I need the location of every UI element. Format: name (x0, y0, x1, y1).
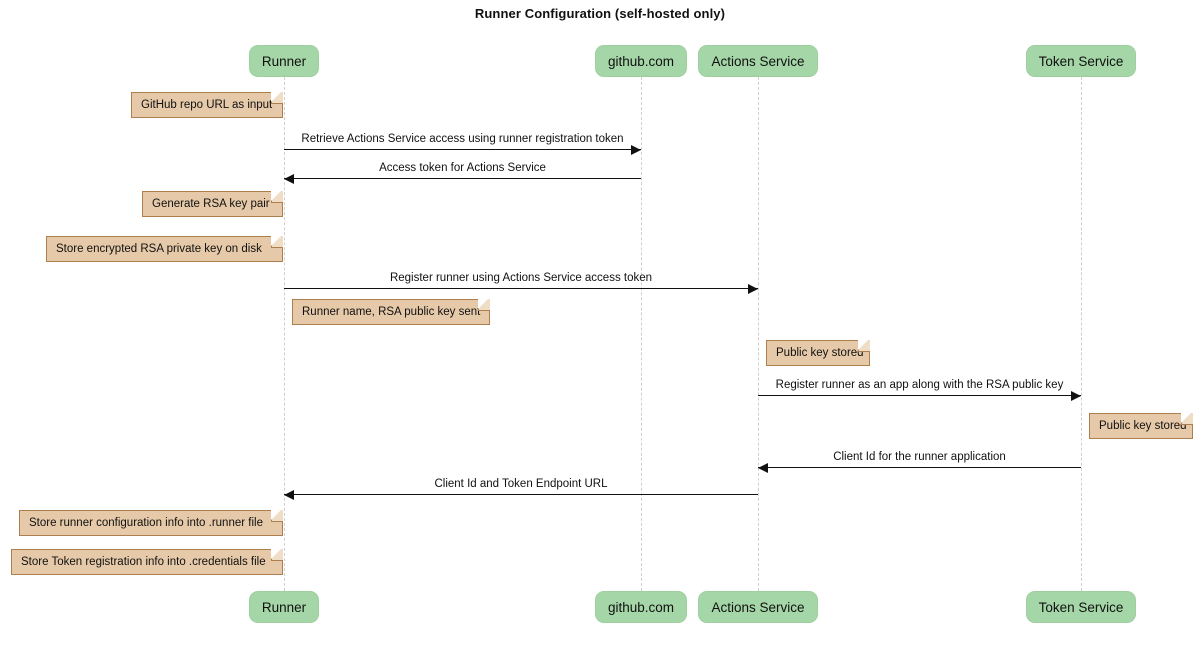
note-label: GitHub repo URL as input (141, 99, 273, 111)
message-label: Register runner using Actions Service ac… (389, 272, 653, 284)
arrowhead-left (284, 490, 294, 500)
note-label: Public key stored (1099, 420, 1187, 432)
note-label: Store Token registration info into .cred… (21, 556, 266, 568)
participant-actions-bottom[interactable]: Actions Service (698, 591, 818, 623)
note-label: Public key stored (776, 347, 864, 359)
note-fold-corner-icon (478, 298, 490, 311)
note-n5[interactable]: Public key stored (766, 339, 870, 366)
note-fold-corner-icon (271, 91, 283, 104)
note-n7[interactable]: Store runner configuration info into .ru… (19, 509, 283, 536)
participant-github-top[interactable]: github.com (595, 45, 687, 77)
participant-label: github.com (607, 599, 675, 615)
participant-runner-top[interactable]: Runner (249, 45, 319, 77)
participant-label: Token Service (1038, 53, 1124, 69)
lifeline-github (641, 77, 642, 591)
participant-label: github.com (607, 53, 675, 69)
message-line (284, 178, 641, 179)
lifeline-actions (758, 77, 759, 591)
note-label: Runner name, RSA public key sent (302, 306, 481, 318)
message-label: Access token for Actions Service (379, 162, 546, 174)
message-label: Client Id for the runner application (833, 451, 1006, 463)
arrowhead-left (758, 463, 768, 473)
participant-label: Actions Service (711, 53, 805, 69)
participant-label: Token Service (1038, 599, 1124, 615)
note-label: Store encrypted RSA private key on disk (56, 243, 262, 255)
participant-token-top[interactable]: Token Service (1026, 45, 1136, 77)
participant-actions-top[interactable]: Actions Service (698, 45, 818, 77)
lifeline-runner (284, 77, 285, 591)
note-fold-corner-icon (271, 235, 283, 248)
message-line (284, 149, 641, 150)
participant-runner-bottom[interactable]: Runner (249, 591, 319, 623)
note-n4[interactable]: Runner name, RSA public key sent (292, 298, 490, 325)
message-line (284, 288, 758, 289)
lifeline-token (1081, 77, 1082, 591)
note-fold-corner-icon (271, 509, 283, 522)
arrowhead-right (631, 145, 641, 155)
note-fold-corner-icon (271, 190, 283, 203)
note-fold-corner-icon (1181, 412, 1193, 425)
note-label: Store runner configuration info into .ru… (29, 517, 263, 529)
message-line (284, 494, 758, 495)
arrowhead-right (748, 284, 758, 294)
note-n3[interactable]: Store encrypted RSA private key on disk (46, 235, 283, 262)
message-label: Client Id and Token Endpoint URL (434, 478, 608, 490)
diagram-title: Runner Configuration (self-hosted only) (474, 6, 726, 21)
message-label: Retrieve Actions Service access using ru… (301, 133, 624, 145)
note-n6[interactable]: Public key stored (1089, 412, 1193, 439)
note-n2[interactable]: Generate RSA key pair (142, 190, 283, 217)
note-fold-corner-icon (271, 548, 283, 561)
participant-github-bottom[interactable]: github.com (595, 591, 687, 623)
arrowhead-right (1071, 391, 1081, 401)
participant-label: Runner (261, 53, 307, 69)
participant-label: Runner (261, 599, 307, 615)
note-label: Generate RSA key pair (152, 198, 270, 210)
participant-token-bottom[interactable]: Token Service (1026, 591, 1136, 623)
participant-label: Actions Service (711, 599, 805, 615)
message-label: Register runner as an app along with the… (775, 379, 1064, 391)
note-fold-corner-icon (858, 339, 870, 352)
message-line (758, 467, 1081, 468)
arrowhead-left (284, 174, 294, 184)
note-n1[interactable]: GitHub repo URL as input (131, 91, 283, 118)
note-n8[interactable]: Store Token registration info into .cred… (11, 548, 283, 575)
message-line (758, 395, 1081, 396)
